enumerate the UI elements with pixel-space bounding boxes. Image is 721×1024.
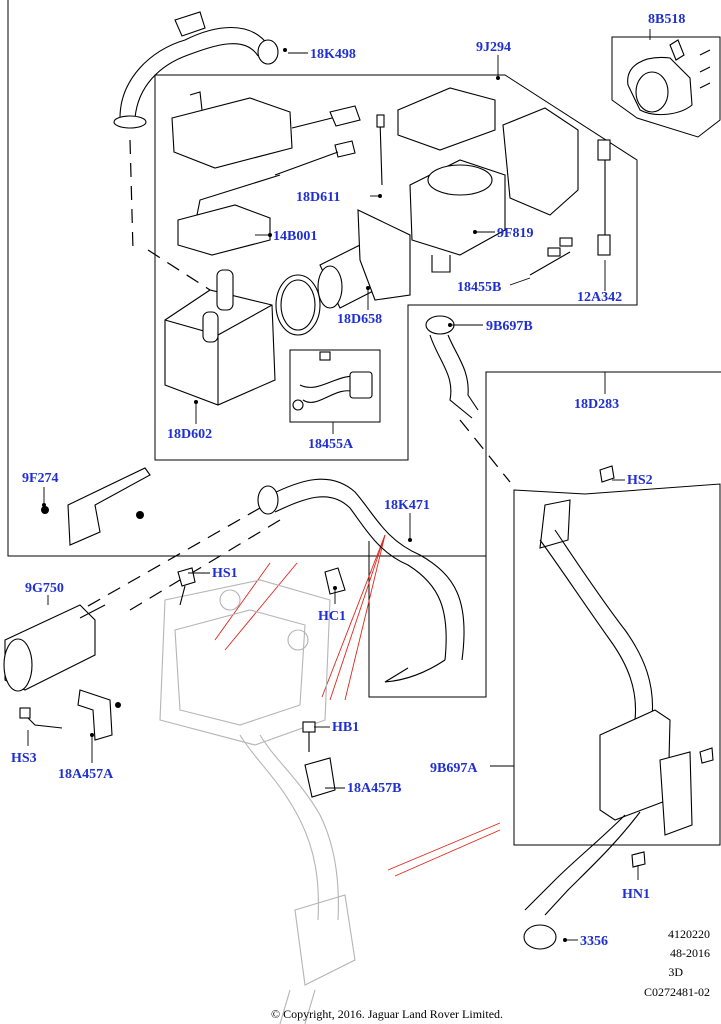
exhaust-pipe-9b697b bbox=[425, 315, 479, 419]
callout-lines bbox=[214, 534, 501, 877]
label-18d611[interactable]: 18D611 bbox=[296, 190, 340, 205]
label-18a457b[interactable]: 18A457B bbox=[347, 781, 401, 796]
diagram-meta: 4120220 48-2016 3D C0272481-02 © Copyrig… bbox=[271, 927, 710, 1021]
diagram-frames bbox=[7, 0, 721, 846]
fuel-filter-9g750 bbox=[3, 604, 106, 692]
air-box-9f819 bbox=[397, 87, 611, 276]
label-14b001[interactable]: 14B001 bbox=[273, 229, 317, 244]
label-12a342[interactable]: 12A342 bbox=[577, 290, 622, 305]
label-hs3[interactable]: HS3 bbox=[11, 751, 37, 766]
label-hb1[interactable]: HB1 bbox=[332, 720, 359, 735]
label-hc1[interactable]: HC1 bbox=[318, 609, 346, 624]
water-pump-8b518 bbox=[627, 39, 711, 116]
leader-lines bbox=[27, 29, 651, 942]
assembly-lines bbox=[59, 139, 511, 623]
part-labels: 8B518 9J294 18K498 18D611 14B001 9F819 1… bbox=[11, 12, 685, 949]
meta-date: 48-2016 bbox=[670, 946, 710, 960]
heater-unit-18d602 bbox=[164, 269, 276, 406]
label-18455a[interactable]: 18455A bbox=[308, 437, 354, 452]
label-9b697b[interactable]: 9B697B bbox=[486, 319, 533, 334]
label-8b518[interactable]: 8B518 bbox=[648, 12, 685, 27]
label-9b697a[interactable]: 9B697A bbox=[430, 761, 478, 776]
label-9f274[interactable]: 9F274 bbox=[22, 471, 59, 486]
label-18455b[interactable]: 18455B bbox=[457, 280, 501, 295]
fuel-hose-18k471 bbox=[257, 478, 465, 683]
label-hs2[interactable]: HS2 bbox=[627, 473, 653, 488]
bracket-9f274 bbox=[41, 467, 151, 546]
brackets-fasteners bbox=[19, 465, 714, 868]
label-3356[interactable]: 3356 bbox=[580, 934, 608, 949]
meta-code: C0272481-02 bbox=[644, 985, 710, 999]
vehicle-installation-ghost bbox=[159, 579, 356, 1024]
label-9g750[interactable]: 9G750 bbox=[25, 581, 64, 596]
exhaust-silencer-9b697a bbox=[523, 499, 693, 950]
meta-view: 3D bbox=[668, 965, 683, 979]
label-9f819[interactable]: 9F819 bbox=[497, 226, 534, 241]
label-18d658[interactable]: 18D658 bbox=[337, 312, 382, 327]
harness-18455a bbox=[292, 351, 373, 411]
meta-number: 4120220 bbox=[668, 927, 710, 941]
label-18d283[interactable]: 18D283 bbox=[574, 397, 619, 412]
label-18k471[interactable]: 18K471 bbox=[384, 498, 430, 513]
burner-18d658 bbox=[275, 114, 411, 336]
label-hs1[interactable]: HS1 bbox=[212, 566, 238, 581]
copyright-notice: © Copyright, 2016. Jaguar Land Rover Lim… bbox=[271, 1007, 503, 1021]
label-18d602[interactable]: 18D602 bbox=[167, 427, 212, 442]
label-9j294[interactable]: 9J294 bbox=[476, 40, 511, 55]
label-hn1[interactable]: HN1 bbox=[622, 887, 650, 902]
label-18k498[interactable]: 18K498 bbox=[310, 47, 356, 62]
label-18a457a[interactable]: 18A457A bbox=[58, 767, 114, 782]
heater-cover bbox=[171, 91, 361, 256]
coolant-hose-18k498 bbox=[113, 11, 287, 129]
